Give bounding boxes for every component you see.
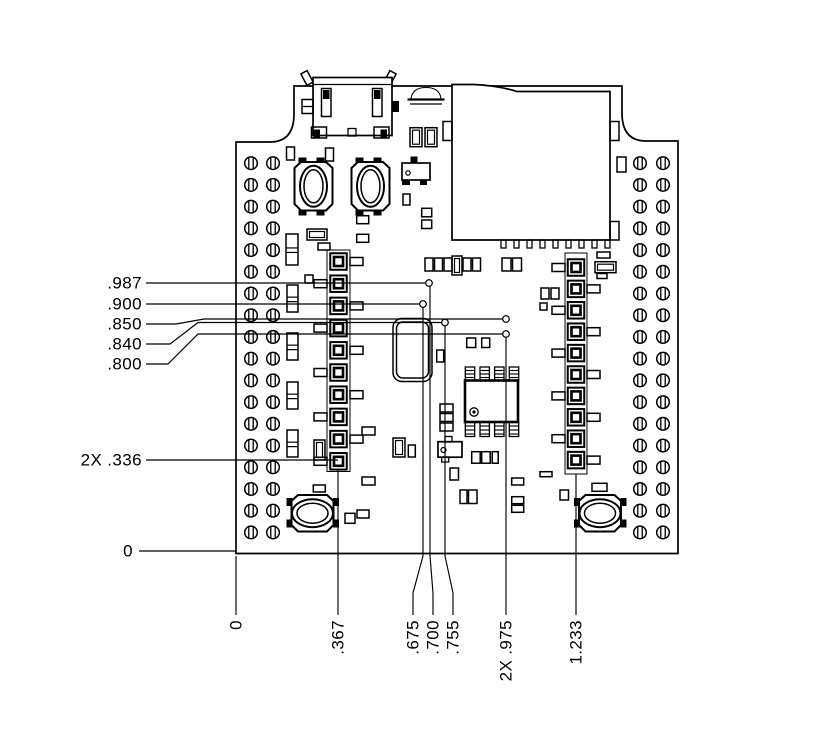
dim-label-987: .987 — [107, 274, 142, 293]
sd-tab-right-bottom — [609, 220, 620, 241]
transistor-sot23-top — [401, 156, 431, 185]
ext-line-675 — [412, 307, 424, 615]
ext-line-700 — [429, 286, 434, 615]
dim-label-2x-975: 2X .975 — [497, 620, 516, 681]
tactile-button-bottom-left — [285, 494, 340, 533]
dimension-lines — [139, 279, 577, 615]
transistor-sot23-mid — [437, 435, 463, 463]
usb-pin-left — [299, 69, 315, 87]
pin-header-right-pads — [551, 258, 601, 470]
dim-label-755: .755 — [444, 620, 463, 655]
ext-line-755 — [444, 325, 454, 615]
ic-pin1-dot — [469, 407, 479, 417]
sd-card-socket — [442, 83, 620, 249]
dim-point-840-755 — [441, 318, 449, 327]
dim-point-850-975 — [502, 315, 510, 323]
dim-point-987-700 — [425, 279, 433, 287]
dim-point-900-675 — [419, 300, 427, 308]
board-outline — [235, 85, 679, 555]
leader-850 — [146, 318, 503, 325]
dimension-labels-left: .987 .900 .850 .840 .800 2X .336 0 — [81, 274, 142, 561]
pin-header-left — [313, 249, 364, 472]
tactile-button-bottom-right — [573, 494, 628, 533]
dim-label-1233: 1.233 — [567, 620, 586, 665]
dim-label-675: .675 — [404, 620, 423, 655]
dim-label-900: .900 — [107, 295, 142, 314]
usb-tab-right — [392, 101, 399, 112]
usb-connector — [299, 69, 399, 139]
tactile-button-top-right — [350, 156, 391, 217]
dim-label-840: .840 — [107, 335, 142, 354]
dim-label-800: .800 — [107, 355, 142, 374]
sd-tab-left — [442, 120, 453, 142]
leader-840 — [146, 321, 442, 345]
pin-header-right — [551, 252, 601, 475]
leader-800 — [146, 333, 503, 365]
dim-label-850: .850 — [107, 315, 142, 334]
sd-tab-right-top — [609, 120, 620, 142]
dim-point-800-975 — [502, 330, 510, 338]
hole-grid-left — [243, 156, 281, 540]
dim-label-367: .367 — [329, 620, 348, 655]
tactile-button-top-left — [293, 156, 334, 217]
passive-components — [285, 126, 627, 525]
dimension-labels-bottom: 0 .367 .675 .700 .755 2X .975 1.233 — [227, 620, 586, 681]
dim-label-2x-336: 2X .336 — [81, 451, 142, 470]
hole-grid-right — [632, 156, 671, 540]
dim-label-zero-bottom: 0 — [227, 620, 246, 630]
crystal — [392, 317, 433, 383]
ic-soic8 — [463, 366, 520, 438]
dome-component — [407, 86, 445, 105]
sd-pins — [500, 239, 611, 249]
pin-header-left-pads — [313, 252, 364, 471]
dim-label-700: .700 — [424, 620, 443, 655]
dim-label-zero-left: 0 — [123, 542, 133, 561]
